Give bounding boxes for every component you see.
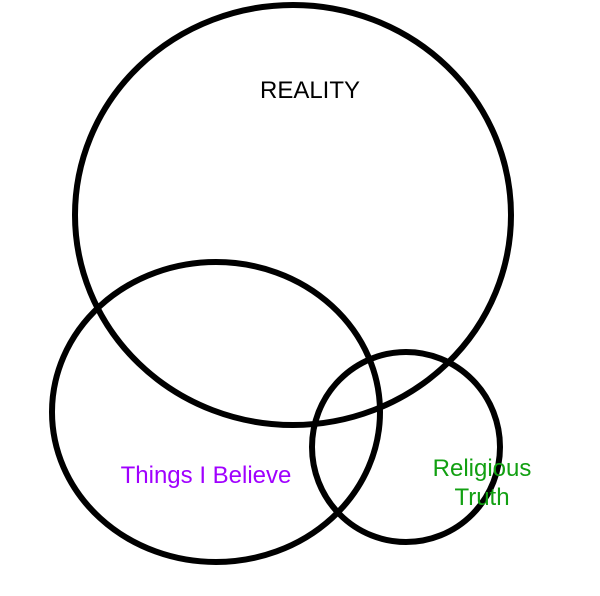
- reality-label: REALITY: [259, 77, 361, 104]
- beliefs-label: Things I Believe: [120, 462, 292, 489]
- beliefs-circle: [49, 259, 383, 565]
- religious-truth-label: Religious Truth: [412, 454, 552, 512]
- religious-truth-label-line2: Truth: [454, 484, 510, 511]
- religious-truth-circle: [309, 349, 503, 545]
- reality-circle: [72, 2, 514, 428]
- religious-truth-label-line1: Religious: [432, 455, 532, 482]
